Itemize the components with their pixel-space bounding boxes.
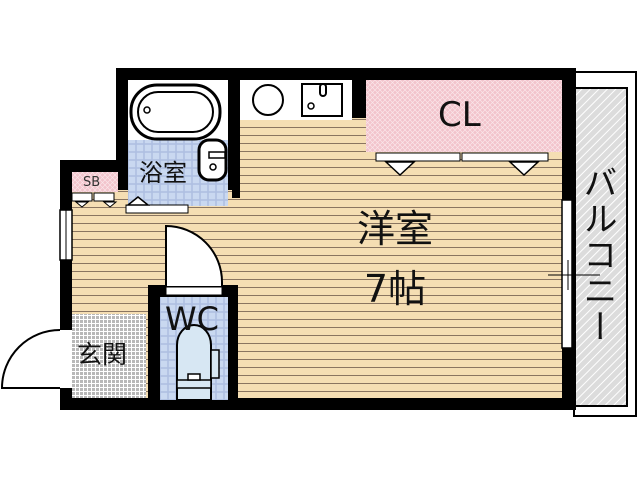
left-window xyxy=(59,209,73,261)
bathroom-label: 浴室 xyxy=(139,159,187,187)
stove-icon xyxy=(252,84,284,116)
wc-door-icon xyxy=(165,224,223,286)
entrance xyxy=(0,314,146,398)
balcony xyxy=(573,71,637,417)
closet-label: CL xyxy=(438,95,481,135)
bathroom xyxy=(125,80,228,214)
toilet-room xyxy=(148,224,238,401)
entrance-label: 玄関 xyxy=(77,340,128,369)
toilet-label: WC xyxy=(165,300,219,338)
room-size-label: 7帖 xyxy=(363,267,427,311)
closet xyxy=(366,80,562,177)
room-name-label: 洋室 xyxy=(356,207,433,251)
balcony-door xyxy=(548,199,600,349)
entrance-door-icon xyxy=(0,329,61,389)
kitchen-counter xyxy=(240,80,352,120)
shoe-box-label: SB xyxy=(83,175,101,190)
shoe-box xyxy=(71,172,118,208)
balcony-label: バルコニー xyxy=(577,165,617,345)
faucet-icon xyxy=(197,138,228,182)
